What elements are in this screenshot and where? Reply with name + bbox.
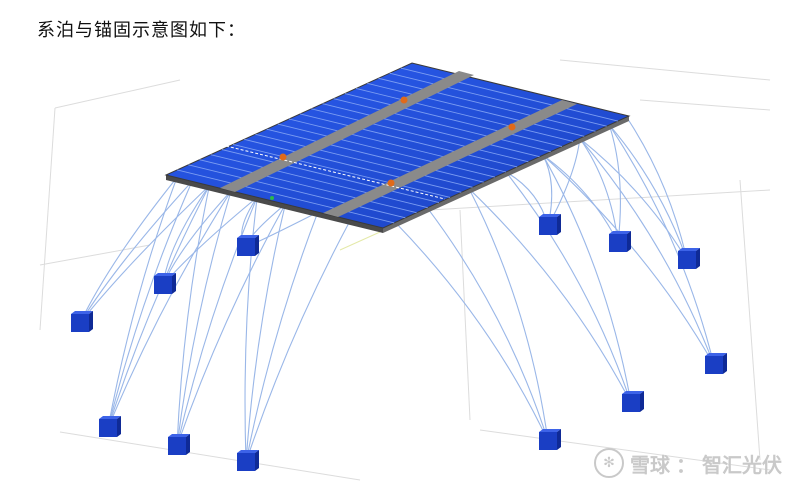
watermark: ✻ 雪球 ： 智汇光伏	[594, 448, 782, 478]
panel-row-line	[400, 67, 618, 122]
panel-row-line	[322, 103, 540, 158]
panel-row-line	[311, 108, 529, 163]
anchor-block	[539, 429, 561, 450]
panel-row-line	[378, 77, 596, 132]
mooring-cable	[245, 211, 319, 463]
panel-row-line	[210, 154, 428, 209]
panel-row-line	[255, 133, 473, 188]
panel-row-line	[288, 118, 507, 173]
anchor-block	[609, 231, 631, 252]
watermark-separator: ：	[676, 452, 696, 477]
mooring-cable	[176, 185, 210, 447]
panel-row-line	[355, 88, 574, 142]
mooring-cable	[79, 177, 178, 324]
mooring-cable	[426, 207, 549, 442]
panel-row-line	[300, 113, 518, 168]
anchor-block	[99, 416, 121, 437]
mooring-cable	[176, 203, 286, 447]
mooring-cable	[394, 222, 549, 442]
mooring-cable	[107, 185, 210, 429]
mooring-cables	[79, 116, 715, 463]
anchor-block	[705, 353, 727, 374]
mooring-cable	[608, 124, 688, 261]
mooring-cable	[107, 181, 193, 429]
anchor-blocks	[71, 214, 727, 471]
anchor-block	[622, 391, 644, 412]
anchor-block	[168, 434, 190, 455]
mooring-cable	[107, 177, 178, 429]
mooring-cable	[579, 137, 688, 261]
panel-row-line	[333, 98, 551, 153]
mooring-cable	[626, 116, 688, 261]
anchor-block	[678, 248, 700, 269]
panel-row-line	[232, 144, 451, 198]
mooring-cable	[245, 219, 351, 463]
anchor-block	[237, 450, 259, 471]
panel-row-line	[188, 164, 406, 219]
panel-row-line	[367, 82, 585, 137]
anchor-block	[237, 235, 259, 256]
mooring-cable	[244, 197, 258, 463]
mooring-cable	[79, 185, 210, 324]
watermark-account: 智汇光伏	[702, 452, 782, 477]
mooring-cable	[579, 138, 619, 244]
platform-frame	[166, 175, 383, 233]
panel-row-line	[389, 72, 607, 127]
mooring-cable	[505, 171, 632, 404]
panel-row-line	[277, 123, 495, 178]
platform-frame-side	[383, 116, 629, 233]
panel-row-line	[344, 93, 563, 147]
mooring-cable	[608, 124, 621, 244]
mooring-cable	[176, 190, 232, 447]
watermark-brand: 雪球	[630, 452, 670, 477]
mooring-cable	[176, 197, 258, 447]
panel-row-line	[177, 169, 395, 224]
mooring-cable	[579, 138, 715, 366]
platform-centerline	[225, 145, 446, 200]
anchor-block	[71, 311, 93, 332]
snowball-logo-icon: ✻	[594, 448, 624, 478]
panel-row-line	[244, 138, 462, 193]
mooring-cable	[245, 204, 286, 463]
marker-point	[270, 196, 274, 200]
panel-row-line	[199, 159, 417, 214]
panel-row-line	[221, 149, 440, 203]
mooring-cable	[107, 190, 232, 429]
mooring-cable	[468, 188, 632, 404]
walkway-beam-1	[220, 71, 474, 192]
diagram-caption: 系泊与锚固示意图如下：	[37, 20, 246, 41]
anchor-block	[539, 214, 561, 235]
panel-row-lines	[177, 67, 618, 224]
anchor-block	[154, 273, 176, 294]
mooring-cable	[608, 124, 715, 366]
panel-row-line	[266, 128, 484, 183]
mooring-cable	[542, 154, 632, 404]
mooring-cable	[468, 188, 549, 442]
connector-points	[279, 96, 516, 187]
mooring-cable	[79, 180, 193, 324]
